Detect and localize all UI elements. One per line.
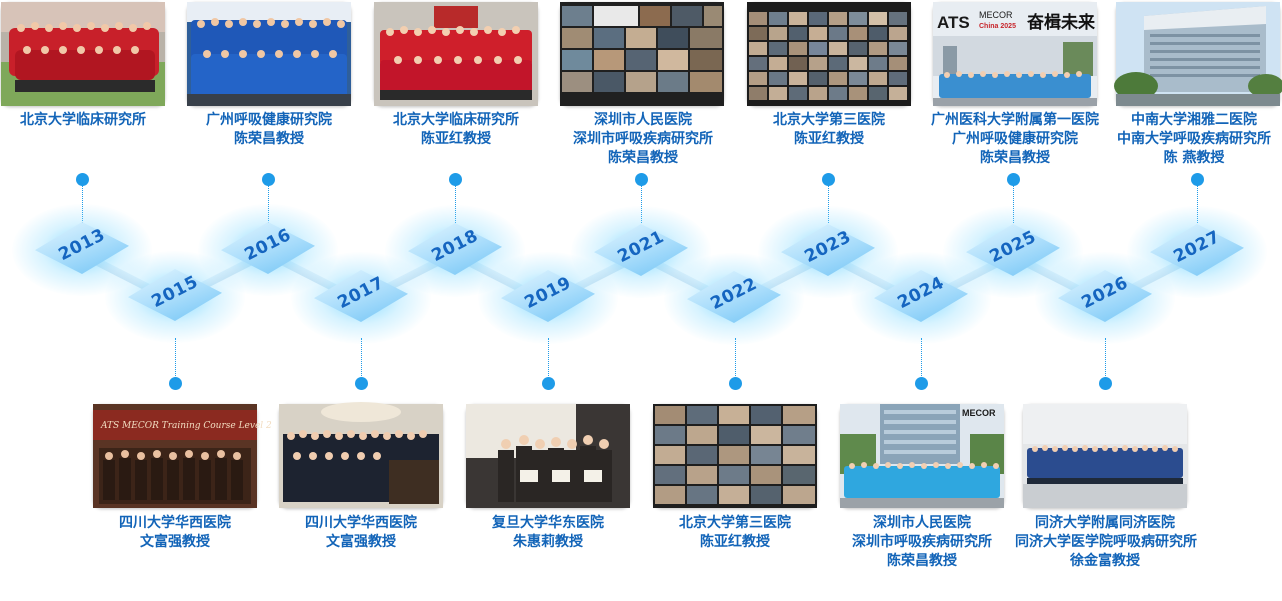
caption-line: 深圳市呼吸疾病研究所 — [573, 131, 713, 147]
caption-line: 深圳市呼吸疾病研究所 — [852, 534, 992, 550]
caption-2023: 北京大学第三医院 陈亚红教授 — [739, 111, 919, 149]
caption-2016: 广州呼吸健康研究院 陈荣昌教授 — [179, 111, 359, 149]
china-2025-text: China 2025 — [979, 23, 1016, 30]
caption-line: 四川大学华西医院 — [305, 515, 417, 531]
connector-stem — [175, 338, 176, 382]
caption-line: 广州医科大学附属第一医院 — [931, 112, 1099, 128]
connector-stem — [641, 185, 642, 223]
timeline-dot — [634, 172, 648, 186]
timeline-dot — [728, 376, 742, 390]
caption-2025: 广州医科大学附属第一医院 广州呼吸健康研究院 陈荣昌教授 — [925, 111, 1105, 168]
caption-line: 同济大学附属同济医院 — [1035, 515, 1175, 531]
caption-line: 文富强教授 — [140, 534, 210, 550]
caption-line: 深圳市人民医院 — [873, 515, 971, 531]
timeline-dot — [1098, 376, 1112, 390]
caption-2021: 深圳市人民医院 深圳市呼吸疾病研究所 陈荣昌教授 — [553, 111, 733, 168]
connector-stem — [735, 338, 736, 382]
timeline-dot — [821, 172, 835, 186]
caption-line: 中南大学呼吸疾病研究所 — [1117, 131, 1271, 147]
photo-2016 — [187, 2, 351, 106]
banner-text: ATS MECOR Training Course Level 2 — [100, 421, 272, 431]
caption-2024: 深圳市人民医院 深圳市呼吸疾病研究所 陈荣昌教授 — [832, 514, 1012, 571]
caption-line: 陈荣昌教授 — [608, 150, 678, 166]
caption-line: 陈荣昌教授 — [887, 553, 957, 569]
caption-2017: 四川大学华西医院 文富强教授 — [271, 514, 451, 552]
photo-2026 — [1023, 404, 1187, 508]
timeline-dot — [1190, 172, 1204, 186]
photo-2025: ATS MECOR China 2025 奋楫未来 — [933, 2, 1097, 106]
timeline-dot — [75, 172, 89, 186]
caption-line: 陈亚红教授 — [700, 534, 770, 550]
caption-2027: 中南大学湘雅二医院 中南大学呼吸疾病研究所 陈 燕教授 — [1106, 111, 1282, 168]
caption-line: 陈 燕教授 — [1163, 150, 1225, 166]
ats-logo-text: ATS — [937, 13, 970, 32]
caption-2026: 同济大学附属同济医院 同济大学医学院呼吸病研究所 徐金富教授 — [1015, 514, 1197, 571]
caption-line: 广州呼吸健康研究院 — [206, 112, 332, 128]
caption-2015: 四川大学华西医院 文富强教授 — [85, 514, 265, 552]
caption-line: 陈荣昌教授 — [980, 150, 1050, 166]
caption-2018: 北京大学临床研究所 陈亚红教授 — [366, 111, 546, 149]
year-tile-2027: 2027 — [1127, 206, 1267, 298]
timeline-dot — [541, 376, 555, 390]
caption-2019: 复旦大学华东医院 朱惠莉教授 — [458, 514, 638, 552]
photo-2023 — [747, 2, 911, 106]
caption-line: 陈亚红教授 — [794, 131, 864, 147]
ats-mecor-text: MECOR — [962, 408, 996, 418]
caption-line: 朱惠莉教授 — [513, 534, 583, 550]
caption-line: 四川大学华西医院 — [119, 515, 231, 531]
timeline-dot — [1006, 172, 1020, 186]
caption-line: 徐金富教授 — [1070, 553, 1140, 569]
photo-2022 — [653, 404, 817, 508]
photo-2024: MECOR — [840, 404, 1004, 508]
caption-line: 陈亚红教授 — [421, 131, 491, 147]
connector-stem — [548, 338, 549, 382]
connector-stem — [828, 185, 829, 223]
caption-line: 广州呼吸健康研究院 — [952, 131, 1078, 147]
photo-2017 — [279, 402, 443, 508]
photo-2027 — [1114, 2, 1282, 106]
connector-stem — [455, 185, 456, 223]
caption-line: 中南大学湘雅二医院 — [1131, 112, 1257, 128]
connector-stem — [1013, 185, 1014, 223]
caption-line: 同济大学医学院呼吸病研究所 — [1015, 534, 1197, 550]
caption-line: 陈荣昌教授 — [234, 131, 304, 147]
caption-line: 文富强教授 — [326, 534, 396, 550]
photo-2018 — [374, 2, 538, 106]
calligraphy-logo: 奋楫未来 — [1026, 12, 1096, 33]
timeline-dot — [261, 172, 275, 186]
caption-2013: 北京大学临床研究所 — [0, 111, 173, 130]
year-tile-2021: 2021 — [571, 206, 711, 298]
caption-line: 深圳市人民医院 — [594, 112, 692, 128]
caption-line: 复旦大学华东医院 — [492, 515, 604, 531]
connector-stem — [361, 338, 362, 382]
connector-stem — [921, 338, 922, 382]
mecor-text: MECOR — [979, 10, 1013, 20]
year-tile-2023: 2023 — [758, 206, 898, 298]
photo-2013 — [1, 2, 165, 106]
year-tile-2025: 2025 — [943, 206, 1083, 298]
timeline-dot — [914, 376, 928, 390]
photo-2019 — [466, 404, 630, 508]
caption-line: 北京大学第三医院 — [773, 112, 885, 128]
timeline-dot — [168, 376, 182, 390]
timeline-dot — [354, 376, 368, 390]
photo-2021 — [560, 2, 724, 106]
caption-2022: 北京大学第三医院 陈亚红教授 — [645, 514, 825, 552]
photo-2015: ATS MECOR Training Course Level 2 — [93, 404, 272, 508]
caption-line: 北京大学临床研究所 — [393, 112, 519, 128]
caption-line: 北京大学临床研究所 — [20, 112, 146, 128]
connector-stem — [1197, 185, 1198, 223]
timeline-dot — [448, 172, 462, 186]
connector-stem — [1105, 338, 1106, 382]
caption-line: 北京大学第三医院 — [679, 515, 791, 531]
